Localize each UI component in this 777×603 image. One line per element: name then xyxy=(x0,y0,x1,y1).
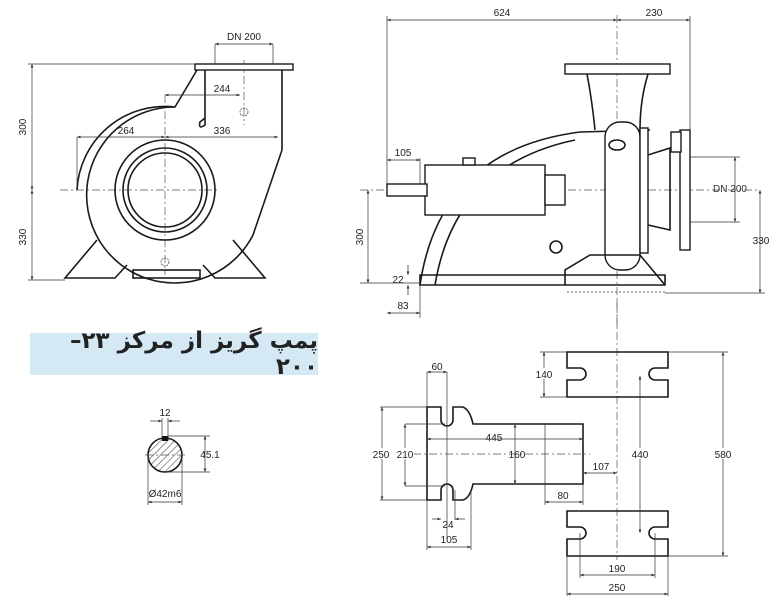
dim-22: 22 xyxy=(392,275,404,286)
dim-dn200-side: DN 200 xyxy=(713,184,747,195)
side-view: 624 230 105 300 22 83 DN 200 330 xyxy=(355,8,770,330)
dim-105-shaft: 105 xyxy=(395,148,412,159)
dim-440: 440 xyxy=(632,450,649,461)
dim-250-left: 250 xyxy=(373,450,390,461)
dim-key-12: 12 xyxy=(159,408,171,419)
dim-107: 107 xyxy=(593,462,610,473)
foundation-plan: 60 445 160 210 250 107 80 24 105 140 440 xyxy=(372,300,732,596)
dim-24: 24 xyxy=(442,520,454,531)
front-view: DN 200 300 330 244 264 336 xyxy=(18,32,294,284)
dim-dn200-front: DN 200 xyxy=(227,32,261,43)
pump-model-title: پمپ گریز از مرکز ۲۳–۲۰۰ xyxy=(70,328,318,380)
dim-60: 60 xyxy=(431,362,443,373)
dim-diameter: Ø42m6 xyxy=(149,489,182,500)
dim-624: 624 xyxy=(494,8,511,19)
dim-160: 160 xyxy=(509,450,526,461)
dim-80: 80 xyxy=(557,491,569,502)
dim-336: 336 xyxy=(214,126,231,137)
shaft-cross-section: 12 45.1 Ø42m6 xyxy=(145,408,220,505)
dim-445: 445 xyxy=(486,433,503,444)
dim-140: 140 xyxy=(536,370,553,381)
dim-45-1: 45.1 xyxy=(200,450,220,461)
dim-250-block: 250 xyxy=(609,583,626,594)
dim-105-plate: 105 xyxy=(441,535,458,546)
dim-330-side: 330 xyxy=(753,236,770,247)
dim-210: 210 xyxy=(397,450,414,461)
dim-190: 190 xyxy=(609,564,626,575)
dim-300-side: 300 xyxy=(355,228,366,245)
dim-230: 230 xyxy=(646,8,663,19)
title-banner: پمپ گریز از مرکز ۲۳–۲۰۰ xyxy=(30,328,318,380)
dim-300-front: 300 xyxy=(18,118,29,135)
dim-330-front: 330 xyxy=(18,228,29,245)
dim-264: 264 xyxy=(118,126,135,137)
dim-580: 580 xyxy=(715,450,732,461)
dim-244: 244 xyxy=(214,84,231,95)
dim-83: 83 xyxy=(397,301,409,312)
